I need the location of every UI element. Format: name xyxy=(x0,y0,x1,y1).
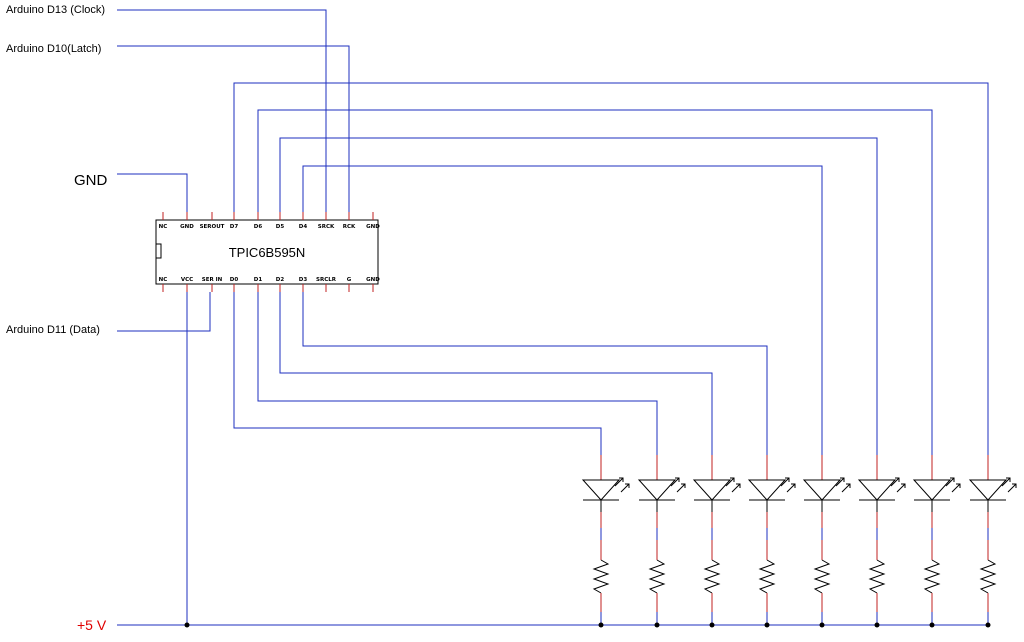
chip-bottom-pins: NC VCC SER IN D0 D1 D2 D3 SRCLR G GND xyxy=(159,277,380,292)
output-wire xyxy=(302,292,768,455)
junction-dot xyxy=(874,622,880,628)
pin-label: SER IN xyxy=(202,277,223,283)
wires xyxy=(117,9,989,626)
label-arduino-data: Arduino D11 (Data) xyxy=(6,324,100,336)
label-arduino-clock: Arduino D13 (Clock) xyxy=(6,4,105,16)
label-gnd: GND xyxy=(74,172,108,189)
led-3 xyxy=(692,455,741,540)
latch-wire xyxy=(117,45,350,212)
junction-dot xyxy=(654,622,660,628)
resistor-7 xyxy=(923,540,941,625)
label-arduino-latch: Arduino D10(Latch) xyxy=(6,43,101,55)
resistor-2 xyxy=(648,540,666,625)
resistor-3 xyxy=(703,540,721,625)
output-wire xyxy=(302,165,823,455)
pin-label: SRCLR xyxy=(316,277,337,283)
chip-name: TPIC6B595N xyxy=(229,245,306,260)
led-4 xyxy=(747,455,796,540)
pin-label: GND xyxy=(366,277,380,283)
chip-notch xyxy=(155,243,162,259)
led-7 xyxy=(912,455,961,540)
resistor-5 xyxy=(813,540,831,625)
led-8 xyxy=(968,455,1017,540)
pin-label: SRCK xyxy=(318,224,335,230)
pin-label: D0 xyxy=(230,277,239,283)
resistor-6 xyxy=(868,540,886,625)
junctions xyxy=(184,622,991,628)
junction-dot xyxy=(985,622,991,628)
gnd-wire xyxy=(117,173,188,212)
shift-register-chip: TPIC6B595N NC GND SEROUT D7 D6 D5 D4 SRCK RCK GND… xyxy=(155,212,380,292)
output-wire xyxy=(279,137,878,455)
pin-label: SEROUT xyxy=(200,224,225,230)
output-wire xyxy=(257,109,933,455)
chip-top-pins: NC GND SEROUT D7 D6 D5 D4 SRCK RCK GND xyxy=(159,212,380,230)
pin-label: D6 xyxy=(254,224,263,230)
pin-label: D2 xyxy=(276,277,285,283)
pin-label: GND xyxy=(180,224,194,230)
led-6 xyxy=(857,455,906,540)
pin-label: G xyxy=(347,277,352,283)
led-1 xyxy=(581,455,630,540)
resistor-4 xyxy=(758,540,776,625)
pin-label: NC xyxy=(159,277,168,283)
pin-label: D5 xyxy=(276,224,285,230)
junction-dot xyxy=(184,622,190,628)
clock-wire xyxy=(117,9,327,212)
output-wire xyxy=(233,82,989,455)
resistor-1 xyxy=(592,540,610,625)
pin-label: D4 xyxy=(299,224,308,230)
label-vcc: +5 V xyxy=(77,617,107,633)
pin-label: RCK xyxy=(343,224,356,230)
chip-body xyxy=(155,219,379,285)
pin-label: VCC xyxy=(181,277,193,283)
junction-dot xyxy=(709,622,715,628)
led-array xyxy=(581,455,1017,625)
led-5 xyxy=(802,455,851,540)
pin-label: D1 xyxy=(254,277,263,283)
junction-dot xyxy=(598,622,604,628)
pin-label: D3 xyxy=(299,277,308,283)
pin-label: GND xyxy=(366,224,380,230)
pin-label: D7 xyxy=(230,224,239,230)
led-2 xyxy=(637,455,686,540)
junction-dot xyxy=(929,622,935,628)
output-wire xyxy=(233,292,602,455)
junction-dot xyxy=(819,622,825,628)
resistor-8 xyxy=(979,540,997,625)
junction-dot xyxy=(764,622,770,628)
output-wire xyxy=(279,292,713,455)
pin-label: NC xyxy=(159,224,168,230)
data-wire xyxy=(117,292,211,332)
output-wire xyxy=(257,292,658,455)
